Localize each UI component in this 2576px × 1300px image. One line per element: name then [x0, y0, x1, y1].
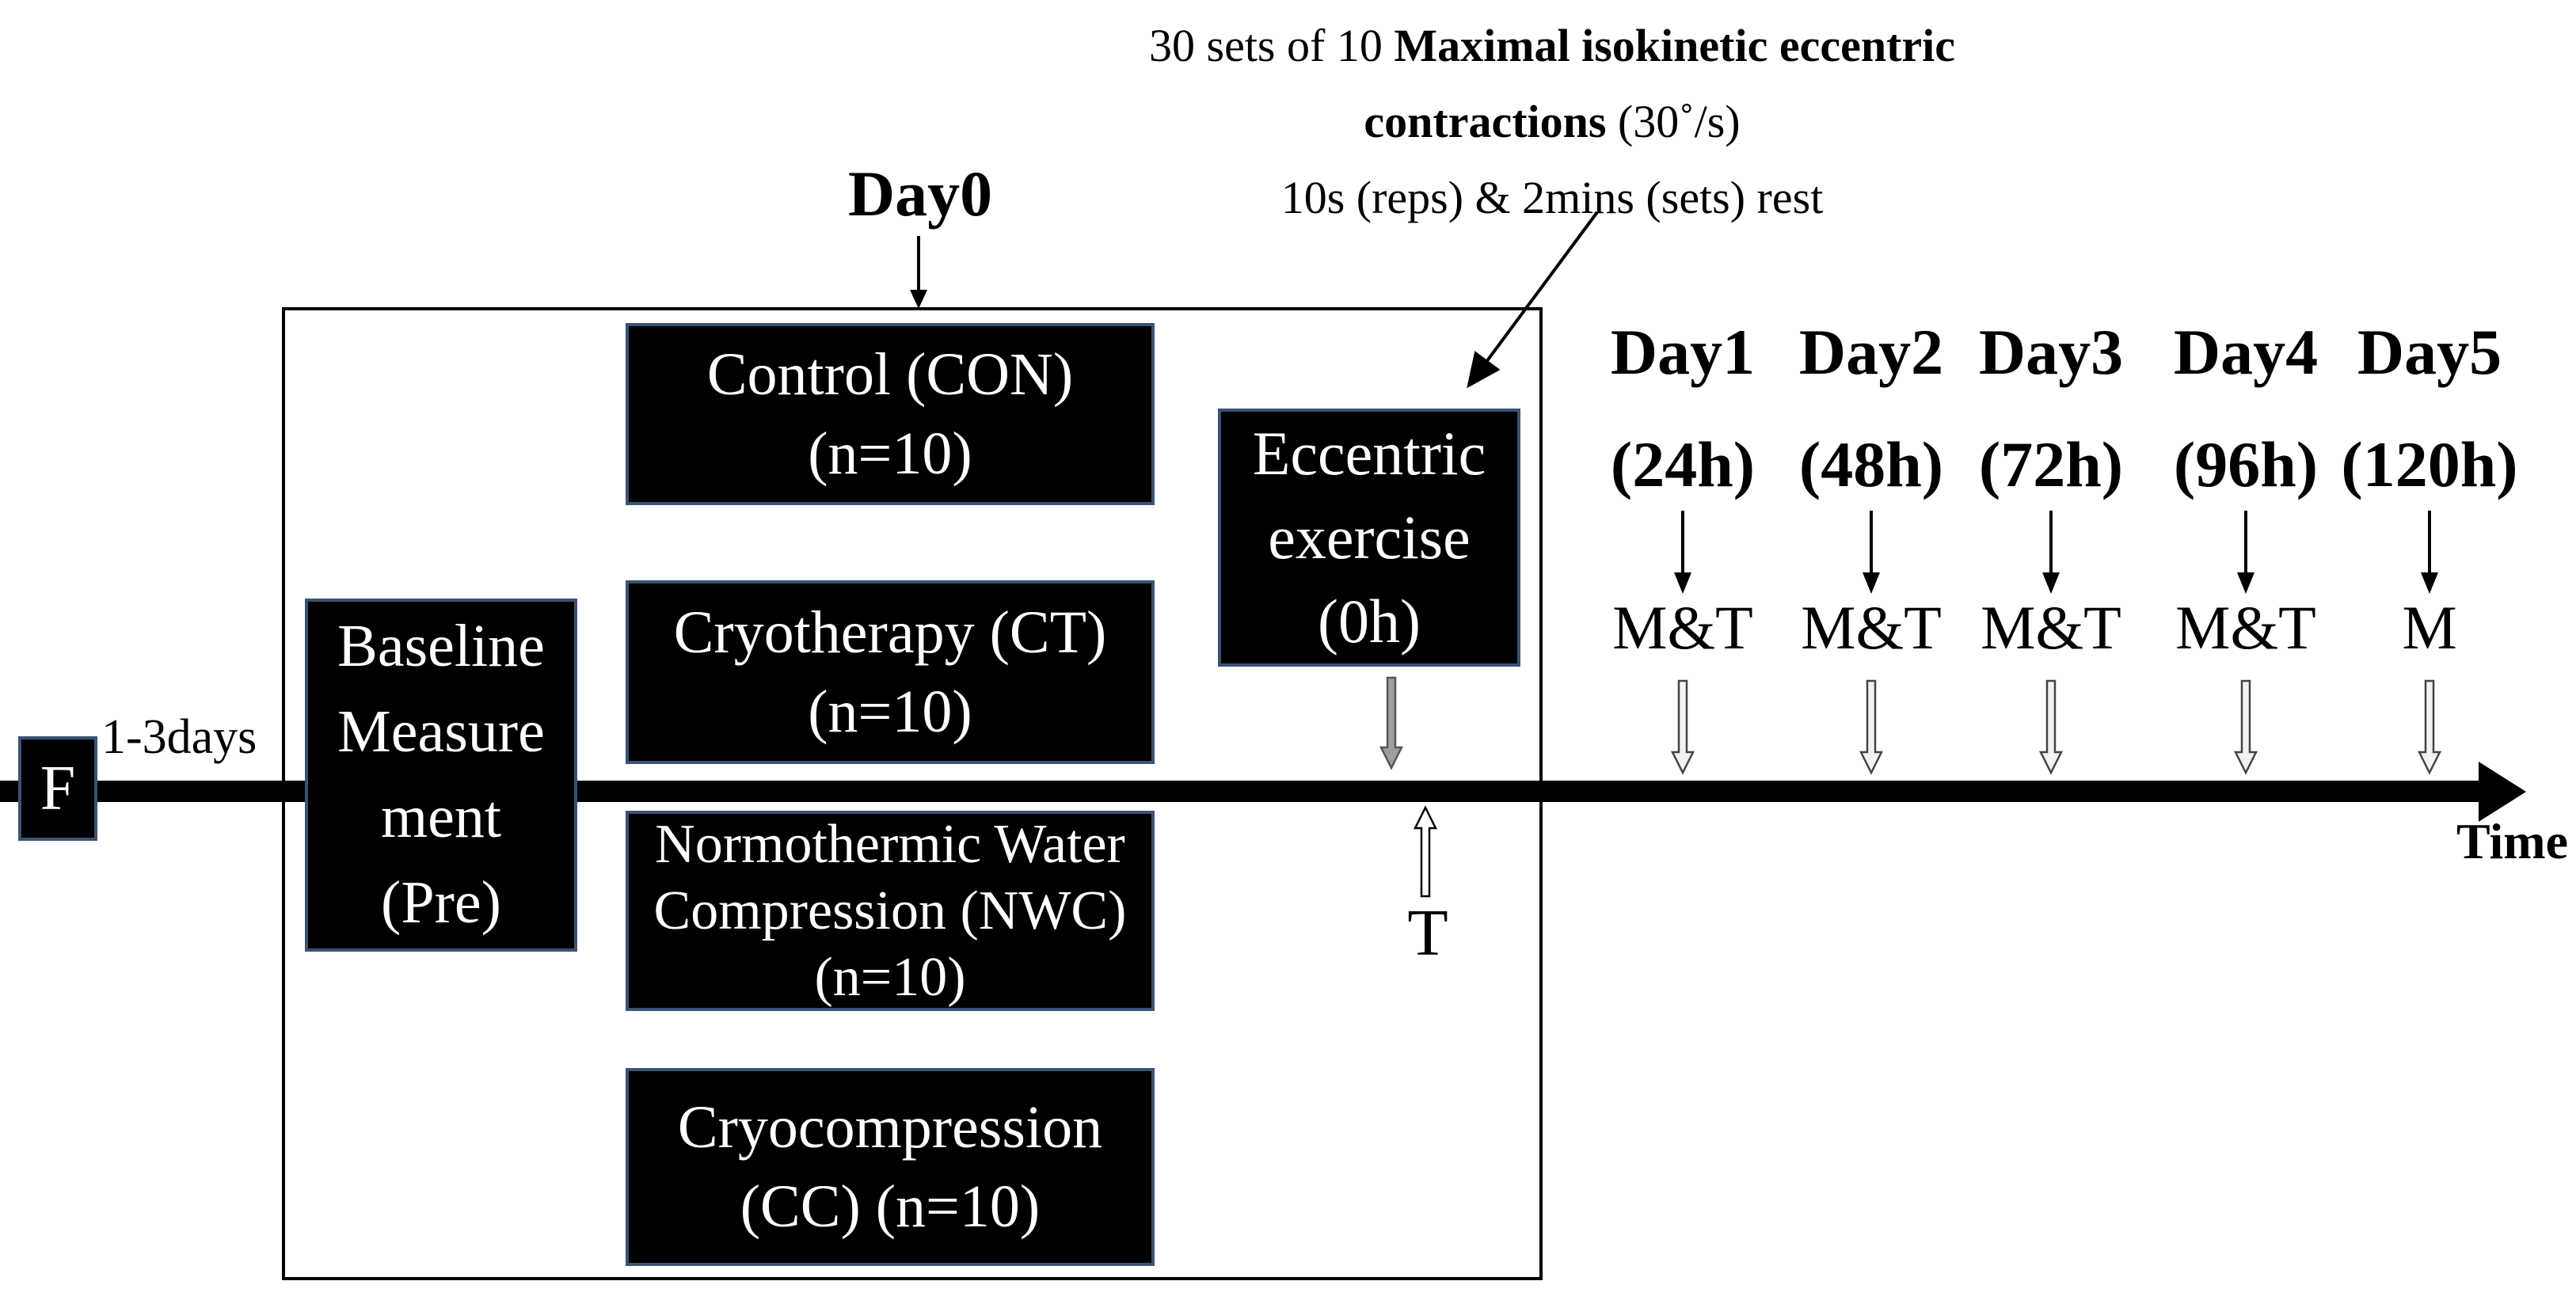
day3-measures-label: M&T [1981, 593, 2121, 662]
day4-outline-arrow-icon [2233, 679, 2258, 775]
group-cryocompression-line2: (CC) (n=10) [740, 1173, 1041, 1240]
day5-hours-label: (120h) [2341, 428, 2518, 500]
annotation-line2-regular: (30˚/s) [1617, 96, 1741, 147]
day3-hours-label: (72h) [1978, 428, 2124, 500]
group-nwc-line2: Compression (NWC) [653, 880, 1127, 941]
pre-interval-label: 1-3days [101, 710, 257, 764]
baseline-line4: (Pre) [381, 869, 501, 936]
day5-outline-arrow-icon [2417, 679, 2442, 775]
annotation-pointer-arrow-icon [1467, 211, 1599, 389]
day5-label: Day5 [2357, 316, 2502, 388]
group-cryocompression-line1: Cryocompression [677, 1093, 1103, 1161]
eccentric-line1: Eccentric [1252, 418, 1486, 488]
group-box-cryotherapy: Cryotherapy (CT) (n=10) [626, 580, 1155, 764]
day1-outline-arrow-icon [1670, 679, 1695, 775]
group-box-nwc: Normothermic Water Compression (NWC) (n=… [626, 811, 1155, 1011]
day2-down-arrow-icon [1863, 511, 1880, 594]
exercise-protocol-annotation: 30 sets of 10 Maximal isokinetic eccentr… [1132, 8, 1972, 236]
t-below-timeline-label: T [1407, 896, 1448, 970]
annotation-line1-regular: 30 sets of 10 [1149, 20, 1395, 71]
familiarization-label: F [40, 753, 76, 823]
day4-hours-label: (96h) [2173, 428, 2319, 500]
day4-measures-label: M&T [2175, 593, 2316, 662]
eccentric-line3: (0h) [1318, 587, 1421, 656]
group-box-control: Control (CON) (n=10) [626, 323, 1155, 505]
group-nwc-line1: Normothermic Water [655, 813, 1125, 875]
day4-down-arrow-icon [2237, 511, 2254, 594]
day4-label: Day4 [2173, 316, 2319, 388]
timeline-label: Time [2456, 813, 2569, 869]
day0-down-arrow-icon [910, 236, 927, 309]
day1-label: Day1 [1610, 316, 1756, 388]
annotation-line2: contractions (30˚/s) [1132, 84, 1972, 160]
group-nwc-line3: (n=10) [814, 946, 966, 1008]
day3-label: Day3 [1978, 316, 2124, 388]
day1-measures-label: M&T [1612, 593, 1753, 662]
baseline-line1: Baseline [337, 613, 545, 680]
day5-measures-label: M [2402, 593, 2457, 662]
baseline-measurement-box: Baseline Measure ment (Pre) [305, 599, 577, 952]
t-up-arrow-icon [1413, 805, 1438, 898]
annotation-line3: 10s (reps) & 2mins (sets) rest [1280, 172, 1824, 223]
group-control-line2: (n=10) [808, 420, 972, 487]
annotation-line1-bold: Maximal isokinetic eccentric [1394, 20, 1955, 71]
group-cryotherapy-line1: Cryotherapy (CT) [673, 599, 1107, 666]
baseline-line2: Measure [337, 698, 545, 766]
day0-label: Day0 [847, 158, 993, 230]
day3-down-arrow-icon [2042, 511, 2060, 594]
baseline-line3: ment [381, 784, 501, 850]
eccentric-line2: exercise [1268, 502, 1471, 572]
day2-outline-arrow-icon [1859, 679, 1884, 775]
day2-hours-label: (48h) [1798, 428, 1944, 500]
annotation-line1: 30 sets of 10 Maximal isokinetic eccentr… [1132, 8, 1972, 84]
eccentric-to-timeline-arrow-icon [1379, 676, 1404, 770]
annotation-line2-bold: contractions [1364, 96, 1618, 147]
timeline-arrowhead-icon [2479, 762, 2526, 822]
day1-down-arrow-icon [1674, 511, 1691, 594]
day5-down-arrow-icon [2421, 511, 2438, 594]
day2-label: Day2 [1798, 316, 1944, 388]
eccentric-exercise-box: Eccentric exercise (0h) [1218, 409, 1520, 667]
group-cryotherapy-line2: (n=10) [808, 679, 972, 745]
day3-outline-arrow-icon [2038, 679, 2064, 775]
day1-hours-label: (24h) [1610, 428, 1756, 500]
group-box-cryocompression: Cryocompression (CC) (n=10) [626, 1068, 1155, 1266]
familiarization-box: F [18, 736, 97, 841]
group-control-line1: Control (CON) [706, 340, 1074, 408]
day2-measures-label: M&T [1801, 593, 1942, 662]
